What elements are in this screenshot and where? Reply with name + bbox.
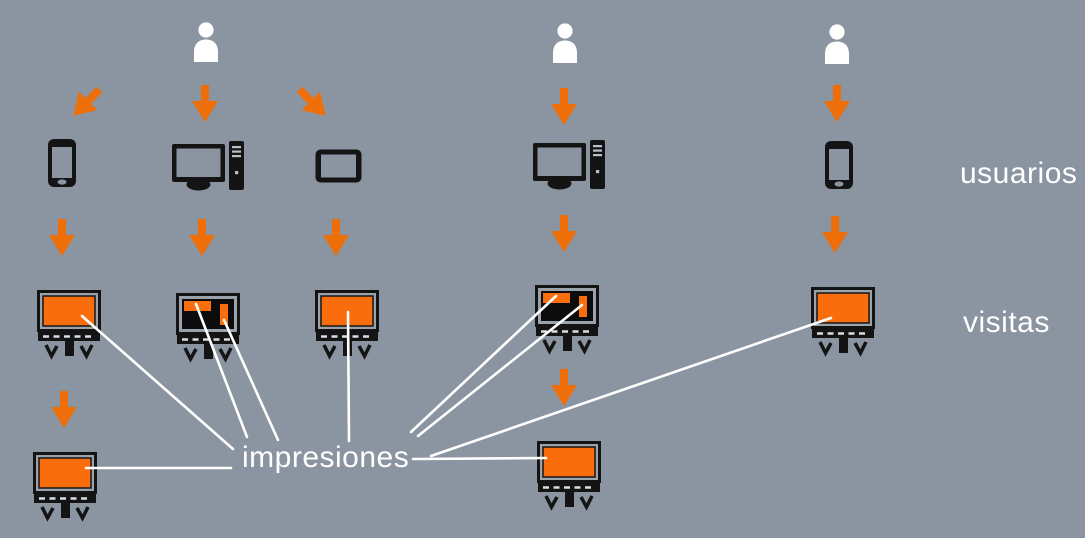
down-left-arrow-icon — [61, 78, 110, 127]
billboard-screen-icon — [36, 290, 102, 360]
billboard-screen-icon — [536, 441, 602, 511]
person-icon — [548, 23, 582, 63]
down-arrow-icon — [548, 369, 580, 407]
down-arrow-icon — [548, 88, 580, 126]
desktop-computer-icon — [533, 140, 605, 190]
down-arrow-icon — [320, 219, 352, 257]
connector-billboard-5-screen — [429, 316, 833, 458]
person-icon — [189, 22, 223, 62]
down-arrow-icon — [189, 85, 221, 123]
label-visitas: visitas — [963, 306, 1050, 339]
billboard-screen-icon — [810, 287, 876, 357]
billboard-screen-icon — [175, 293, 241, 363]
desktop-computer-icon — [172, 141, 244, 191]
billboard-screen-icon — [534, 285, 600, 355]
down-arrow-icon — [819, 216, 851, 254]
label-usuarios: usuarios — [960, 157, 1078, 190]
person-icon — [820, 24, 854, 64]
down-right-arrow-icon — [288, 78, 337, 127]
label-impresiones: impresiones — [242, 441, 410, 474]
down-arrow-icon — [548, 215, 580, 253]
down-arrow-icon — [186, 219, 218, 257]
smartphone-icon — [47, 138, 77, 188]
down-arrow-icon — [48, 391, 80, 429]
billboard-screen-icon — [32, 452, 98, 522]
connector-billboard-7-screen — [411, 456, 548, 461]
smartphone-icon — [824, 140, 854, 190]
tablet-icon — [315, 149, 362, 183]
down-arrow-icon — [821, 85, 853, 123]
billboard-screen-icon — [314, 290, 380, 360]
down-arrow-icon — [46, 219, 78, 257]
